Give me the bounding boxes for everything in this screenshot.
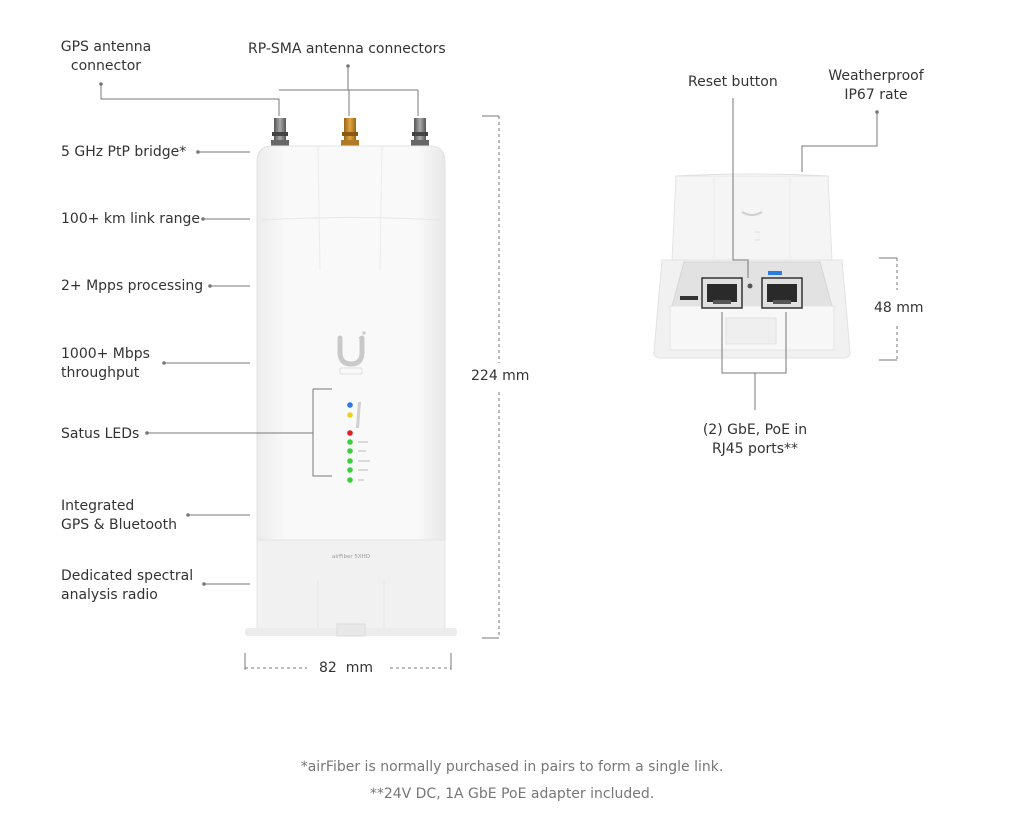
footnote-poe-adapter: **24V DC, 1A GbE PoE adapter included. — [369, 786, 655, 802]
gps-connector — [271, 118, 289, 146]
height-dimension-line — [482, 115, 500, 639]
led-green — [347, 477, 353, 483]
rp-sma-connector-gold — [341, 118, 359, 146]
ubiquiti-logo-icon — [337, 335, 365, 367]
label-spectral-radio: Dedicated spectral analysis radio — [61, 568, 194, 603]
rj45-port-2 — [761, 271, 803, 309]
label-ptp-bridge: 5 GHz PtP bridge* — [61, 144, 187, 160]
reset-button-hole — [747, 283, 753, 289]
led-yellow — [347, 412, 353, 418]
label-gps-antenna-connector: GPS antenna connector — [60, 39, 152, 74]
led-blue — [347, 402, 353, 408]
led-green — [347, 439, 353, 445]
leader-lines-left — [100, 66, 419, 585]
led-green — [347, 458, 353, 464]
led-green — [347, 467, 353, 473]
rj45-port-1 — [701, 277, 743, 309]
label-weatherproof: Weatherproof IP67 rate — [828, 68, 924, 103]
dimension-width: 82 mm — [319, 660, 373, 676]
leader-lines-right — [721, 98, 878, 410]
label-link-range: 100+ km link range — [61, 211, 201, 227]
led-red — [347, 430, 353, 436]
footnote-pairs: *airFiber is normally purchased in pairs… — [300, 759, 724, 775]
label-mpps-processing: 2+ Mpps processing — [61, 278, 204, 294]
leader-dots — [99, 64, 350, 586]
depth-dimension-line — [879, 257, 898, 361]
bottom-view-device — [653, 173, 851, 359]
led-green — [347, 448, 353, 454]
label-throughput: 1000+ Mbps throughput — [61, 346, 150, 381]
label-rp-sma-connectors: RP-SMA antenna connectors — [248, 41, 446, 57]
label-status-leds: Satus LEDs — [61, 426, 140, 442]
status-leds — [347, 402, 370, 483]
model-text: airFiber 5XHD — [332, 554, 370, 560]
main-device: airFiber 5XHD — [245, 118, 457, 637]
label-gps-bluetooth: Integrated GPS & Bluetooth — [61, 498, 177, 533]
dimension-depth: 48 mm — [874, 300, 924, 316]
label-reset-button: Reset button — [688, 74, 778, 90]
dimension-height: 224 mm — [471, 368, 530, 384]
width-dimension-line — [244, 653, 452, 670]
label-rj45-ports: (2) GbE, PoE in RJ45 ports** — [702, 422, 808, 457]
rp-sma-connector-silver — [411, 118, 429, 146]
